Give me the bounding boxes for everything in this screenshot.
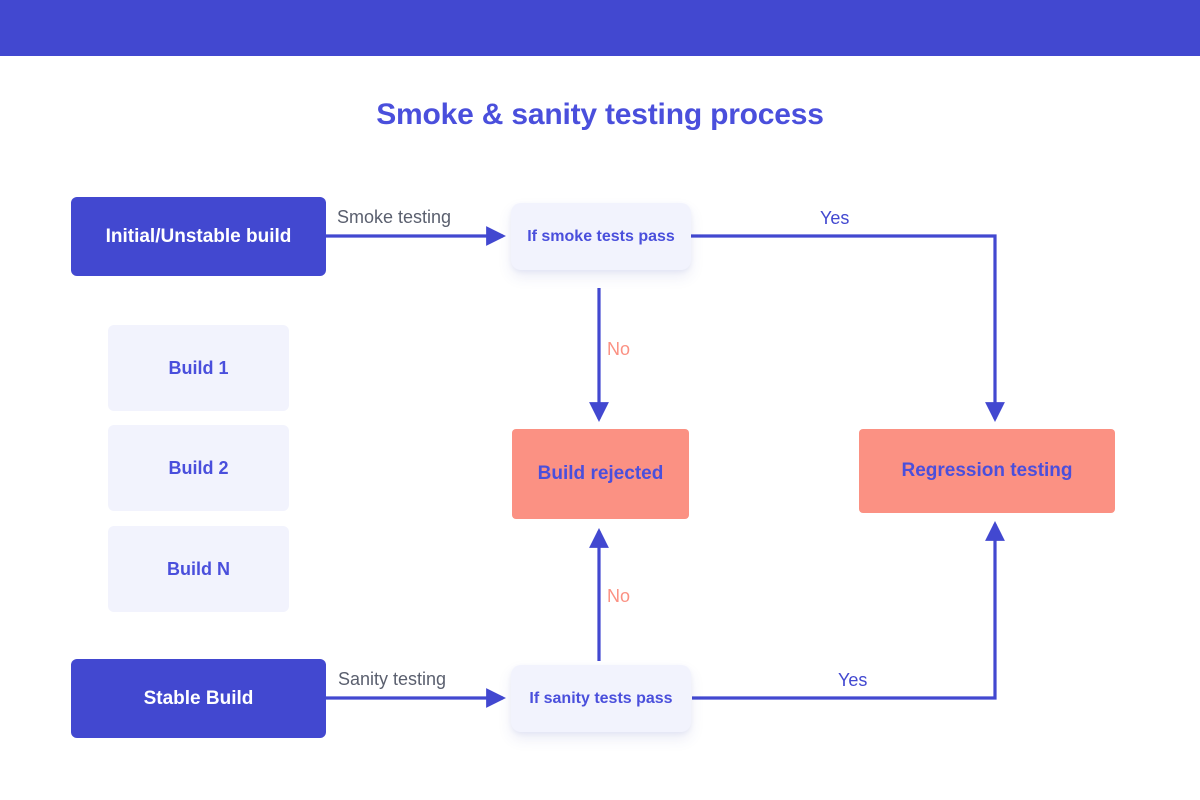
node-regression-testing[interactable]: Regression testing	[859, 429, 1115, 513]
node-build-n[interactable]: Build N	[108, 526, 289, 612]
node-label: Build rejected	[537, 463, 664, 485]
node-build-1[interactable]: Build 1	[108, 325, 289, 411]
node-label: Stable Build	[143, 687, 254, 709]
edge-label-sanity-testing: Sanity testing	[338, 669, 447, 689]
node-stable-build[interactable]: Stable Build	[71, 659, 326, 738]
node-initial-unstable-build[interactable]: Initial/Unstable build	[71, 197, 326, 276]
edge-label-yes-bottom: Yes	[838, 670, 868, 690]
node-label: Build 2	[168, 457, 229, 478]
page-title: Smoke & sanity testing process	[376, 98, 824, 131]
node-if-smoke-tests-pass[interactable]: If smoke tests pass	[511, 203, 691, 270]
node-label: Build 1	[168, 357, 229, 378]
edge-smoke-yes-to-regression	[691, 234, 1005, 422]
node-build-2[interactable]: Build 2	[108, 425, 289, 511]
node-build-rejected[interactable]: Build rejected	[512, 429, 689, 519]
edge-label-smoke-testing: Smoke testing	[337, 207, 452, 227]
node-label: Build N	[167, 558, 230, 579]
node-label: Regression testing	[901, 460, 1073, 482]
node-if-sanity-tests-pass[interactable]: If sanity tests pass	[511, 665, 691, 732]
node-label: Initial/Unstable build	[105, 225, 292, 247]
edge-label-no-top: No	[607, 339, 631, 359]
node-label: If sanity tests pass	[529, 689, 673, 707]
edge-label-yes-top: Yes	[820, 208, 850, 228]
edge-label-no-bottom: No	[607, 586, 631, 606]
node-label: If smoke tests pass	[527, 227, 675, 245]
top-header-bar	[0, 0, 1200, 56]
